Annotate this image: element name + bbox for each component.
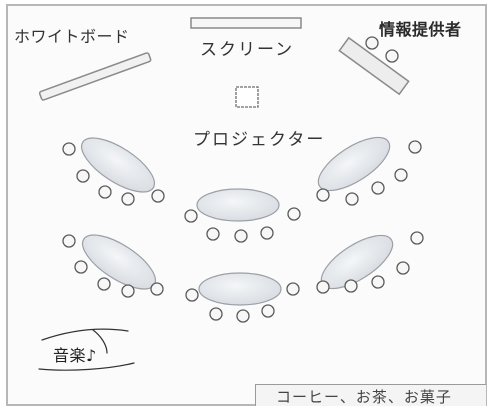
chair [121,284,135,298]
tables [80,136,394,306]
chair [74,260,88,274]
chair [394,168,408,182]
table-back-left [81,234,157,290]
chair [316,188,330,202]
table-front-center [196,188,280,222]
chair [316,280,330,294]
chair [260,226,274,240]
chair [150,282,164,296]
chair [185,288,199,302]
information-provider-label: 情報提供者 [379,20,462,39]
chair [286,282,300,296]
chair [287,207,301,221]
chair [209,307,223,321]
chair [371,181,385,195]
chair [184,209,198,223]
chair [396,261,410,275]
projector [235,86,259,108]
chair [97,277,111,291]
screen-label: スクリーン [200,40,295,60]
chair [62,142,76,156]
chair [365,36,379,50]
music-flourish [38,328,135,371]
chair [410,231,424,245]
chair [62,234,76,248]
chair [151,189,165,203]
chair [206,227,220,241]
projector-label: プロジェクター [193,130,326,150]
chair [261,304,275,318]
refreshments-label: コーヒー、お茶、お菓子 [276,388,452,406]
information-provider-desk [338,36,410,96]
table-front-left [80,137,156,193]
table-back-center [198,272,282,306]
chair [385,49,399,63]
chair [76,169,90,183]
chair [236,309,250,323]
chair [234,229,248,243]
chairs [62,36,424,323]
music-label: 音楽♪ [53,346,97,365]
chair [371,275,385,289]
refreshments-area [255,384,486,406]
table-front-right [317,136,391,192]
whiteboard-label: ホワイトボード [14,27,130,46]
screen [190,17,302,29]
chair [121,192,135,206]
chair [345,192,359,206]
chair [408,140,422,154]
chair [98,185,112,199]
whiteboard [38,52,152,101]
chair [344,279,358,293]
